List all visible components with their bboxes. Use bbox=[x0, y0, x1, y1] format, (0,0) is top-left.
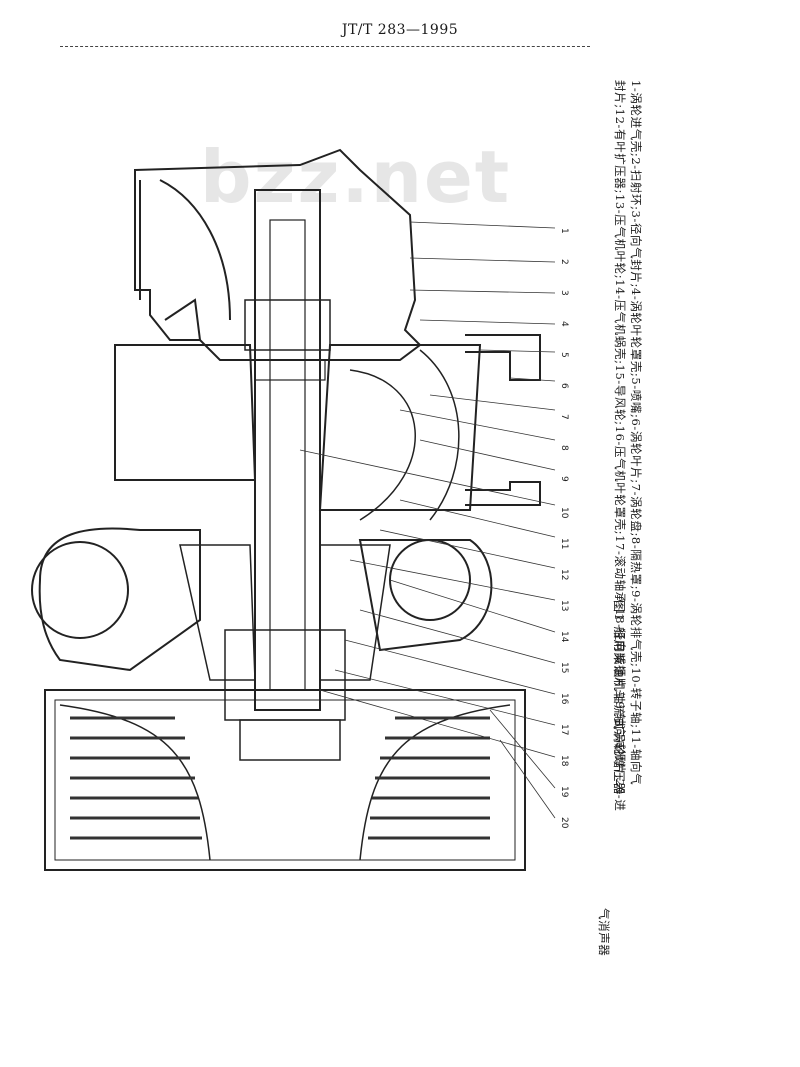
part-number-label: 2 bbox=[559, 259, 569, 265]
figure-legend-line-3: 气消声器 bbox=[597, 908, 611, 957]
part-number-label: 16 bbox=[559, 693, 569, 705]
part-number-label: 20 bbox=[559, 817, 569, 829]
part-number-label: 15 bbox=[559, 662, 569, 673]
part-number-label: 3 bbox=[559, 290, 569, 296]
standard-code: JT/T 283—1995 bbox=[341, 22, 459, 38]
part-number-label: 14 bbox=[559, 631, 569, 643]
part-number-label: 18 bbox=[559, 755, 569, 767]
header-divider bbox=[60, 46, 590, 47]
part-number-label: 17 bbox=[559, 724, 569, 735]
part-number-label: 4 bbox=[559, 321, 569, 327]
part-number-label: 12 bbox=[559, 569, 569, 580]
part-number-label: 9 bbox=[559, 476, 569, 482]
part-number-label: 8 bbox=[559, 445, 569, 451]
part-number-label: 6 bbox=[559, 383, 569, 389]
figure-legend-line-2: 封片;12-有叶扩压器;13-压气机叶轮;14-压气机蜗壳;15-导风轮;16-… bbox=[613, 80, 627, 812]
part-number-label: 11 bbox=[559, 538, 569, 549]
figure-legend-line-1: 1-涡轮进气壳;2-扫射环;3-径向气封片;4-涡轮叶轮罩壳;5-喷嘴;6-涡轮… bbox=[629, 80, 643, 786]
part-number-label: 13 bbox=[559, 600, 569, 611]
watermark: bzz.net bbox=[200, 135, 512, 219]
part-number-label: 10 bbox=[559, 507, 569, 519]
part-number-label: 1 bbox=[559, 228, 569, 234]
part-number-label: 19 bbox=[559, 786, 569, 798]
part-number-label: 5 bbox=[559, 352, 569, 358]
part-number-label: 7 bbox=[559, 414, 569, 420]
